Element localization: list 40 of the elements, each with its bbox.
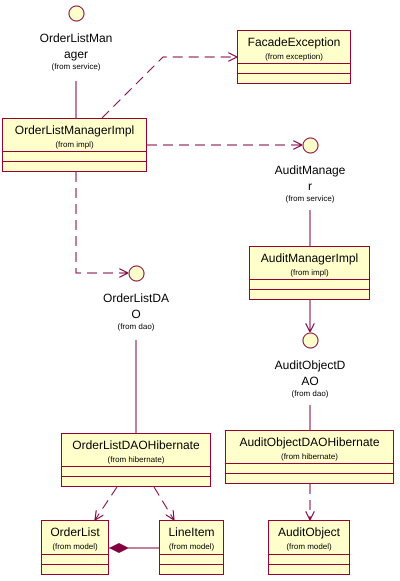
class-name: OrderList xyxy=(49,525,101,539)
class-name: OrderListDAOHibernate xyxy=(71,438,201,452)
dashed-arrow xyxy=(76,172,129,278)
dashed-arrow xyxy=(304,484,316,521)
class-name: AuditObjectDAOHibernate xyxy=(238,435,381,449)
class-box xyxy=(225,430,394,484)
dashed-arrow xyxy=(94,486,118,521)
class-box xyxy=(268,520,350,575)
package-label: (from impl) xyxy=(54,140,95,149)
class-name: OrderListManager xyxy=(39,30,113,62)
package-label: (from model) xyxy=(285,542,333,551)
class-name: OrderListManagerImpl xyxy=(14,123,136,137)
dashed-arrow xyxy=(102,52,238,118)
class-name: FacadeException xyxy=(246,35,342,49)
dashed-arrow xyxy=(154,486,175,521)
class-box xyxy=(2,118,147,172)
package-label: (from dao) xyxy=(290,389,330,398)
arrow xyxy=(304,300,316,333)
class-box xyxy=(237,30,351,84)
package-label: (from hibernate) xyxy=(280,452,339,461)
package-label: (from hibernate) xyxy=(106,455,166,464)
class-name: OrderListDAO xyxy=(102,290,170,322)
package-label: (from model) xyxy=(51,542,99,551)
package-label: (from impl) xyxy=(289,268,330,277)
package-label: (from service) xyxy=(50,62,102,71)
class-name: AuditObject xyxy=(276,525,342,539)
class-box xyxy=(41,520,109,575)
composition-line xyxy=(108,543,160,553)
class-name: AuditManager xyxy=(274,162,346,194)
package-label: (from exception) xyxy=(264,52,324,61)
package-label: (from service) xyxy=(284,194,336,203)
package-label: (from model) xyxy=(168,542,216,551)
class-name: AuditManagerImpl xyxy=(260,251,360,265)
class-box xyxy=(61,433,211,487)
dashed-arrow xyxy=(146,140,303,150)
class-name: LineItem xyxy=(167,525,216,539)
class-name: AuditObjectDAO xyxy=(274,357,346,389)
class-box xyxy=(159,520,224,575)
class-box xyxy=(249,246,370,300)
package-label: (from dao) xyxy=(116,322,156,331)
